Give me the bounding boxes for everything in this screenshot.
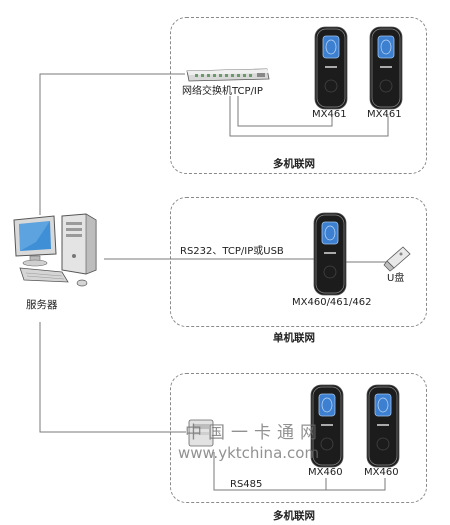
fingerprint-terminal-icon	[366, 384, 400, 472]
watermark-cn: 中国一卡通网	[185, 423, 323, 443]
network-switch-icon	[185, 65, 271, 89]
rs485-bus-line	[213, 452, 386, 491]
fingerprint-terminal-icon	[314, 26, 348, 114]
server-to-switch-line	[39, 73, 185, 215]
switch-label: 网络交换机TCP/IP	[182, 86, 263, 97]
bottom-network-group	[170, 373, 427, 503]
bottom-device2-label: MX460	[364, 467, 399, 478]
server-to-converter-line	[39, 322, 186, 433]
middle-device-label: MX460/461/462	[292, 297, 372, 308]
usb-label: U盘	[387, 273, 405, 284]
watermark-url: www.yktchina.com	[178, 444, 320, 462]
bottom-group-caption: 多机联网	[273, 510, 315, 522]
top-device1-label: MX461	[312, 109, 347, 120]
top-device2-label: MX461	[367, 109, 402, 120]
rs485-label: RS485	[230, 479, 263, 490]
fingerprint-terminal-icon	[369, 26, 403, 114]
rs485-converter-icon	[186, 418, 218, 456]
connection-label: RS232、TCP/IP或USB	[180, 246, 284, 257]
switch-to-devices-line	[229, 96, 389, 137]
top-network-group	[170, 17, 427, 174]
fingerprint-terminal-icon	[310, 384, 344, 472]
top-group-caption: 多机联网	[273, 158, 315, 170]
server-icon	[10, 212, 105, 296]
bottom-device1-label: MX460	[308, 467, 343, 478]
middle-group-caption: 单机联网	[273, 332, 315, 344]
fingerprint-terminal-icon	[313, 212, 347, 300]
switch-to-device1-line	[237, 96, 333, 127]
middle-standalone-group	[170, 197, 427, 327]
server-label: 服务器	[26, 299, 58, 311]
usb-drive-icon	[383, 243, 413, 277]
